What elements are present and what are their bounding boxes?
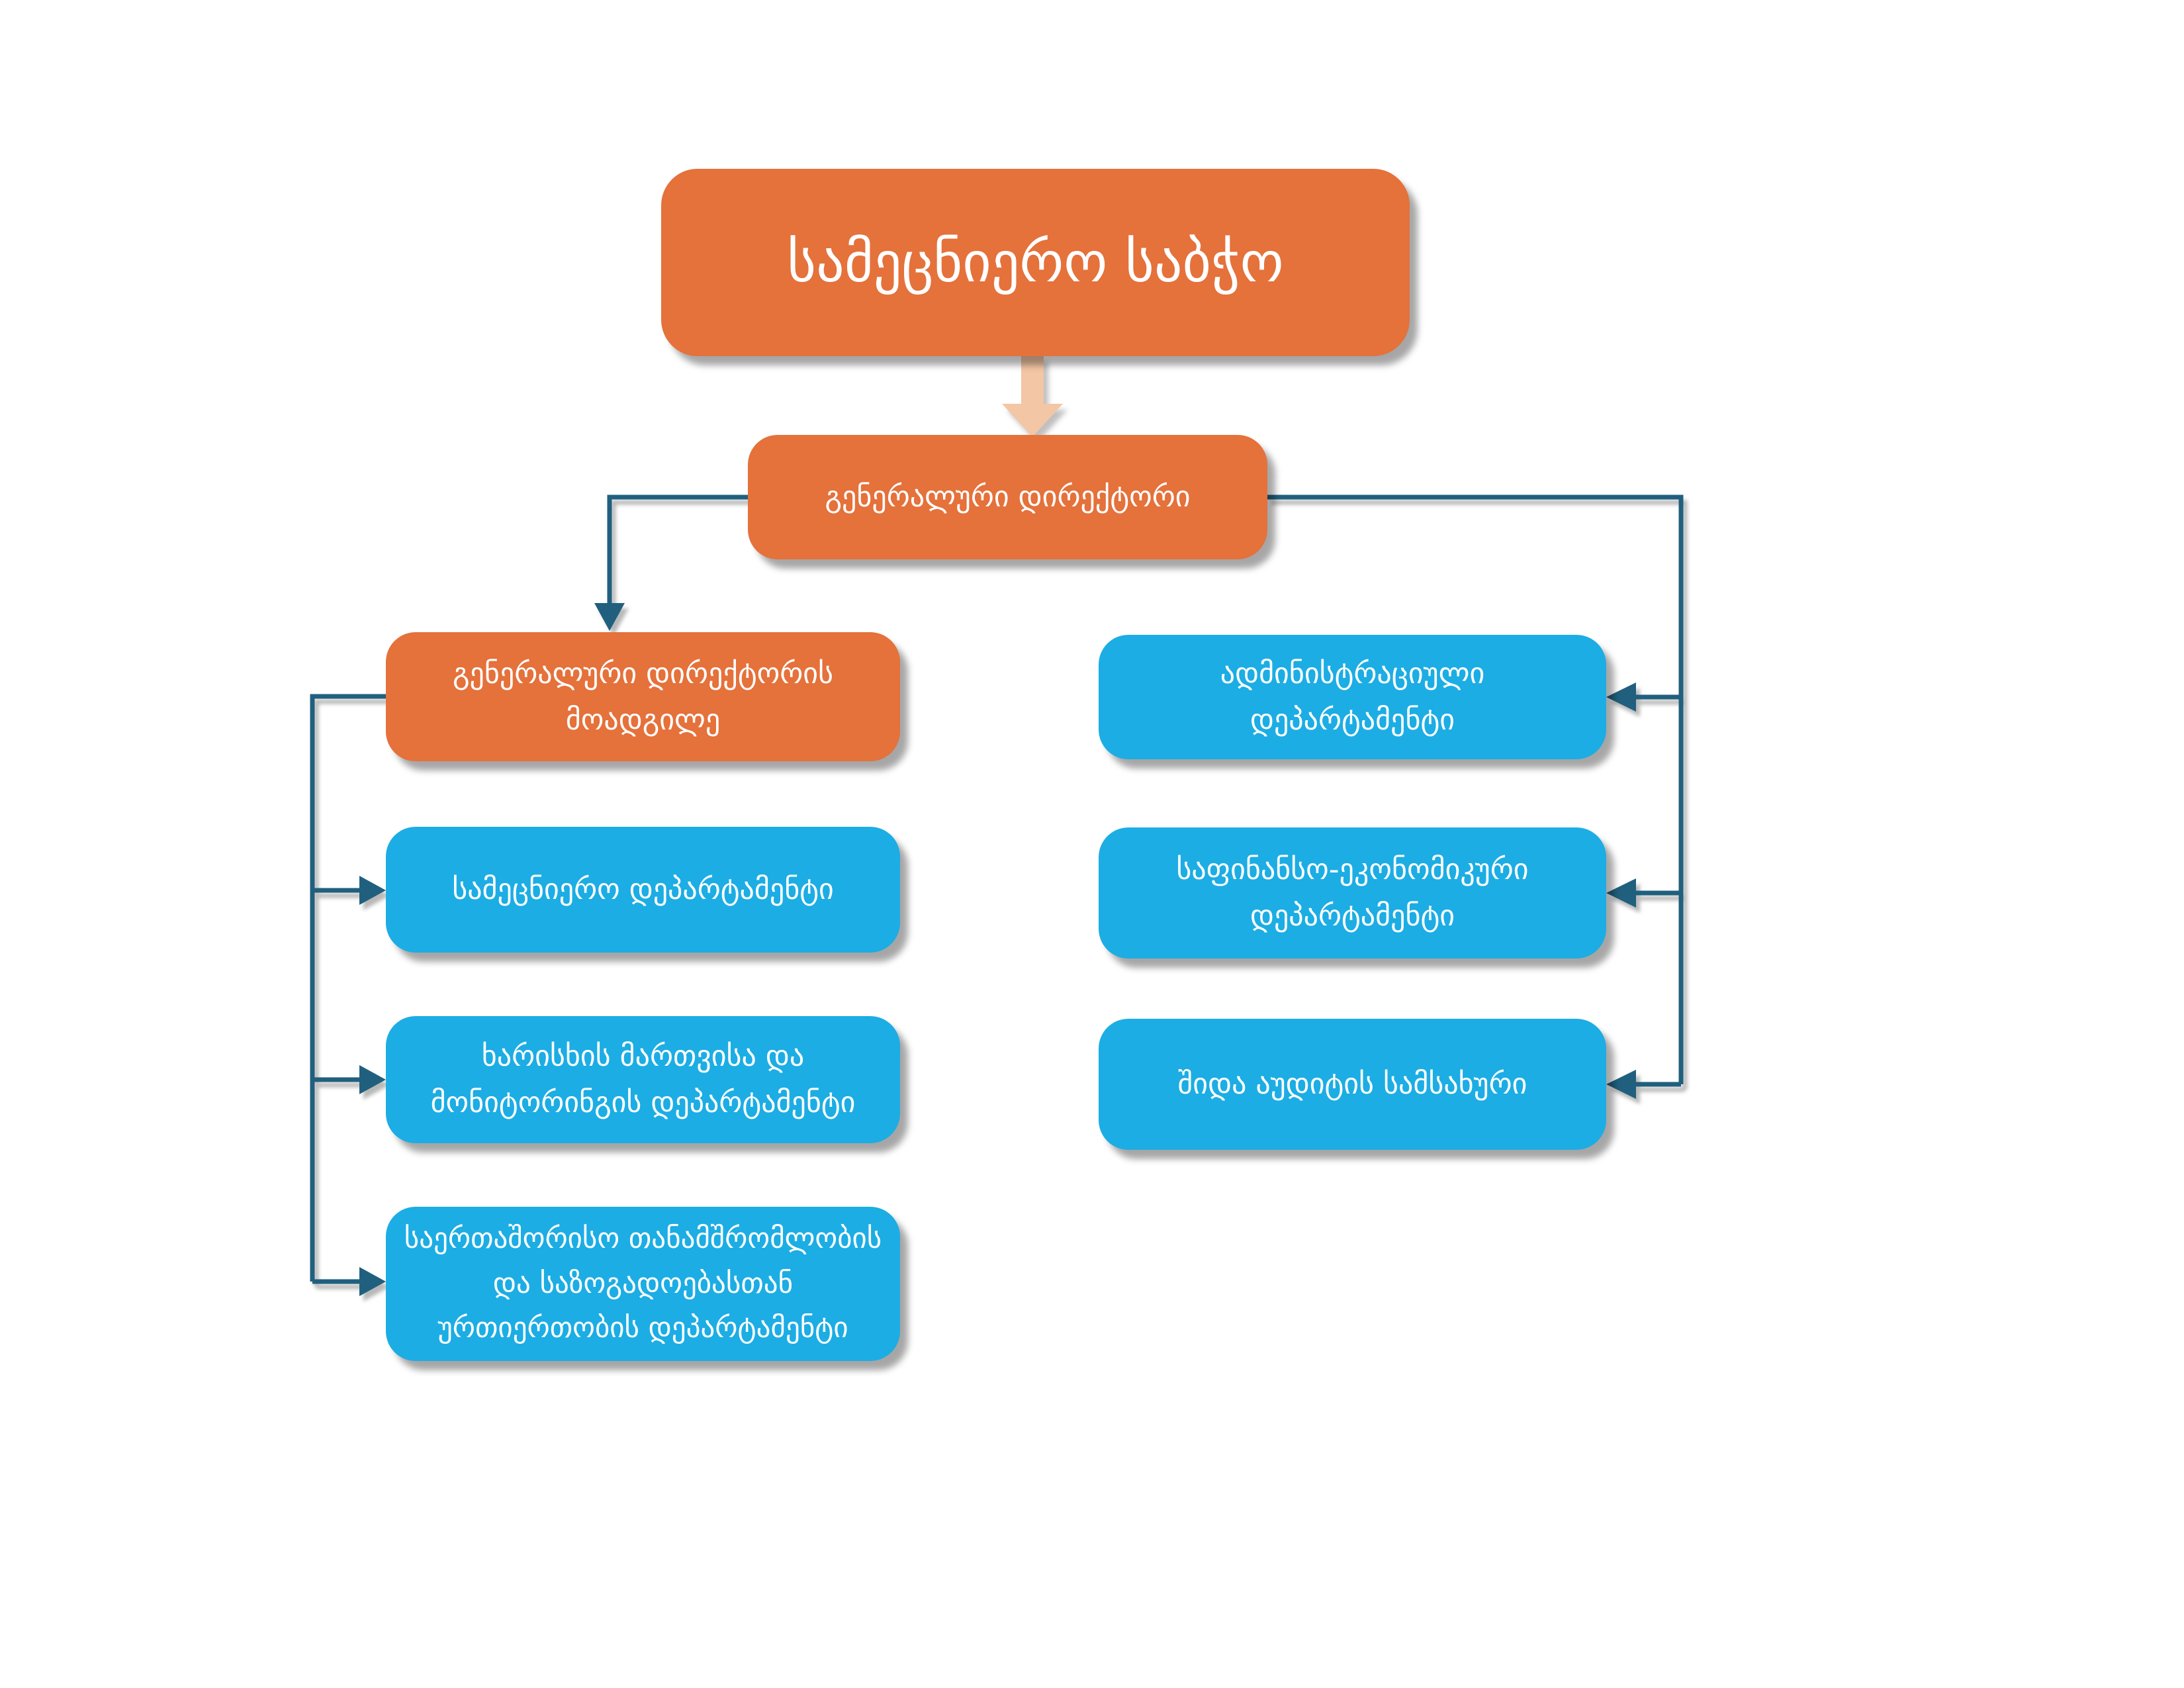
node-international-relations-department: საერთაშორისო თანამშრომლობის და საზოგადოე… — [386, 1207, 900, 1361]
council-to-director-arrow — [1002, 356, 1063, 437]
node-administrative-department: ადმინისტრაციული დეპარტამენტი — [1099, 635, 1606, 759]
node-scientific-council: სამეცნიერო საბჭო — [661, 169, 1410, 356]
node-label: სამეცნიერო დეპარტამენტი — [452, 872, 834, 907]
node-label: საფინანსო-ეკონომიკური დეპარტამენტი — [1176, 853, 1529, 933]
node-label: შიდა აუდიტის სამსახური — [1177, 1067, 1527, 1102]
node-label: გენერალური დირექტორის მოადგილე — [452, 656, 834, 737]
node-scientific-department: სამეცნიერო დეპარტამენტი — [386, 827, 900, 953]
node-deputy-general-director: გენერალური დირექტორის მოადგილე — [386, 632, 900, 761]
node-label: საერთაშორისო თანამშრომლობის და საზოგადოე… — [404, 1221, 882, 1345]
node-internal-audit-service: შიდა აუდიტის სამსახური — [1099, 1019, 1606, 1150]
node-quality-management-department: ხარისხის მართვისა და მონიტორინგის დეპარტ… — [386, 1016, 900, 1143]
node-label: გენერალური დირექტორი — [825, 480, 1191, 514]
node-label: ხარისხის მართვისა და მონიტორინგის დეპარტ… — [430, 1039, 856, 1119]
elbow-connectors — [310, 494, 1684, 1296]
node-general-director: გენერალური დირექტორი — [748, 435, 1267, 559]
node-label: ადმინისტრაციული დეპარტამენტი — [1220, 657, 1485, 737]
node-label: სამეცნიერო საბჭო — [787, 230, 1284, 295]
node-financial-economic-department: საფინანსო-ეკონომიკური დეპარტამენტი — [1099, 827, 1606, 959]
